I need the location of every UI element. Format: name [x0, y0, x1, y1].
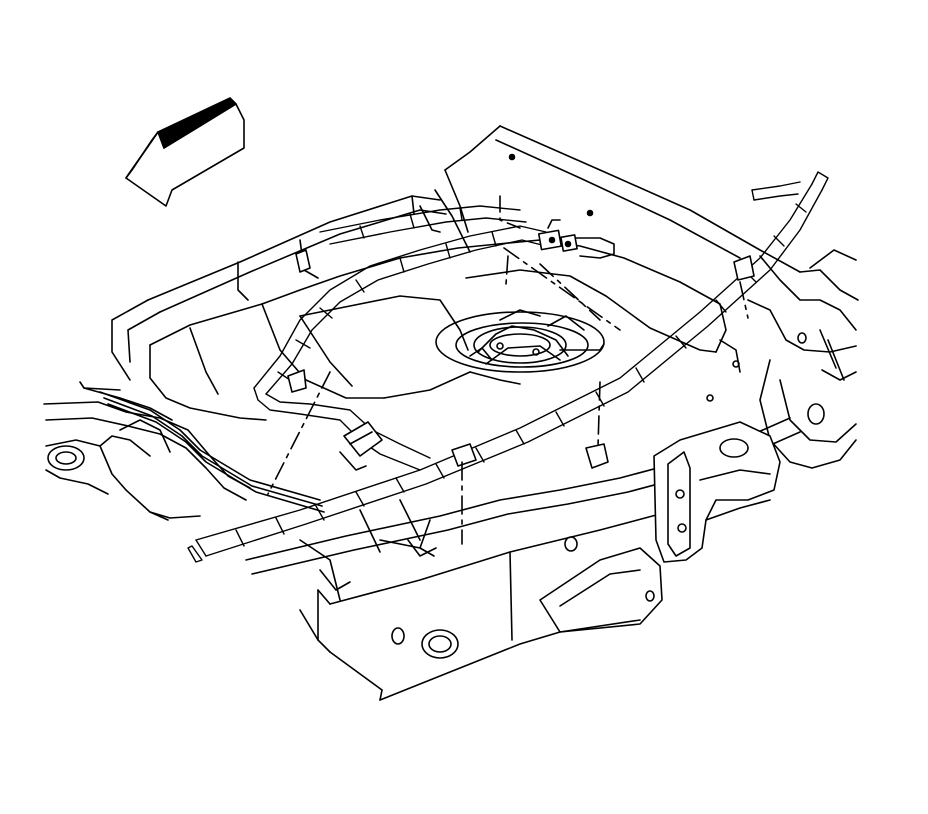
- misc-fasteners: [320, 340, 740, 590]
- left-frame-rail: [112, 196, 446, 380]
- harness-connector: [539, 220, 614, 258]
- fuel-pump-module: [470, 310, 604, 364]
- leader-lines: [268, 248, 748, 544]
- wiring-harness: [188, 172, 828, 562]
- left-lower-frame: [44, 382, 324, 520]
- hitch-bracket: [654, 422, 780, 562]
- right-frame-rail: [748, 250, 858, 468]
- fuel-tank: [150, 196, 726, 420]
- harness-clips: [288, 250, 754, 470]
- body-floor-panel: [435, 126, 800, 272]
- front-direction-arrow-icon: [126, 98, 244, 206]
